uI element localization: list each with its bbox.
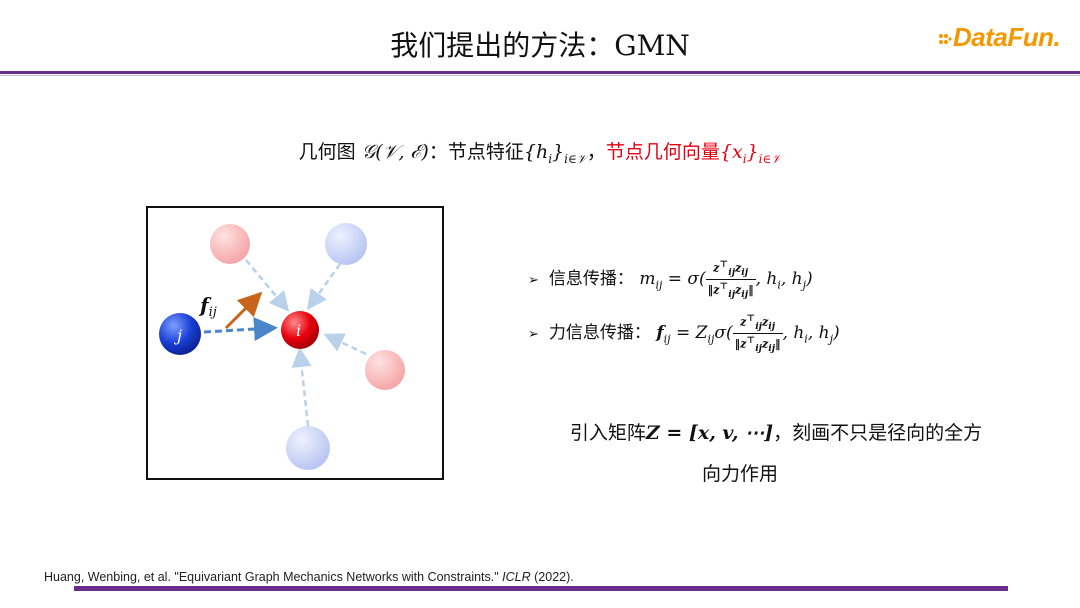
vectors-set-sub: i∈𝒱 xyxy=(758,151,782,166)
vectors-tail: } xyxy=(746,141,759,163)
force-formula: fij = Zijσ(z⊤ijzij‖z⊤ijzij‖, hi, hj) xyxy=(656,313,840,354)
formula-lhs: f xyxy=(656,322,664,343)
edge-bottom xyxy=(291,347,312,427)
bullet-message-passing: ➢信息传播： mij = σ(z⊤ijzij‖z⊤ijzij‖, hi, hj) xyxy=(528,258,813,301)
edge-right xyxy=(323,333,367,356)
bullet-label: 力信息传播： xyxy=(548,322,651,343)
note-post: ，刻画不只是径向的全方 xyxy=(773,422,983,444)
frac-num-sub: ij xyxy=(728,266,736,278)
citation: Huang, Wenbing, et al. "Equivariant Grap… xyxy=(44,570,574,584)
formula-eq-post: , h xyxy=(782,322,805,343)
formula-sub-i: i xyxy=(777,278,781,292)
frac-num-tail: z xyxy=(761,315,769,329)
datafun-logo: DataFun. xyxy=(938,22,1061,53)
neighbor-node-top-left xyxy=(210,224,250,264)
vectors-text: 节点几何向量 xyxy=(605,141,720,163)
message-formula: mij = σ(z⊤ijzij‖z⊤ijzij‖, hi, hj) xyxy=(639,259,813,300)
slide-title: 我们提出的方法：GMN xyxy=(390,29,690,62)
frac-num: z xyxy=(713,261,720,275)
graph-diagram: j i fij xyxy=(146,206,444,480)
neighbor-node-top-right xyxy=(325,223,367,265)
frac-num-sub: ij xyxy=(755,320,762,332)
label-fij: fij xyxy=(198,293,217,320)
formula-lhs: m xyxy=(639,268,656,289)
bullet-arrow-icon: ➢ xyxy=(528,272,539,288)
frac-num-tail-sub: ij xyxy=(741,266,749,278)
features-sub: i xyxy=(548,151,553,166)
formula-eq-pre: = Z xyxy=(670,322,708,343)
logo-dots-icon xyxy=(939,34,952,45)
features-set-sub: i∈𝒱 xyxy=(564,151,587,166)
frac-den-close: ‖ xyxy=(775,337,781,351)
frac-den-tail-sub: ij xyxy=(768,342,776,354)
frac-den-tail: z xyxy=(735,283,742,297)
header-divider xyxy=(0,71,1080,74)
label-j: j xyxy=(174,326,182,345)
label-f-sub: ij xyxy=(209,305,217,320)
formula-sub-j: j xyxy=(829,332,834,346)
vectors-sub: i xyxy=(742,151,747,166)
neighbor-node-right xyxy=(365,350,405,390)
formula-eq-mid: , h xyxy=(807,322,830,343)
frac-num-sup: ⊤ xyxy=(719,259,729,270)
note-math: Z = [x, v, ⋯] xyxy=(645,422,774,444)
frac-den-close: ‖ xyxy=(748,283,754,297)
features-tail: } xyxy=(552,141,565,163)
edge-top-right xyxy=(307,263,342,311)
edge-j-to-i xyxy=(203,317,278,342)
citation-year: (2022). xyxy=(530,570,574,584)
formula-sub-j: j xyxy=(802,278,807,292)
matrix-note-line2: 向力作用 xyxy=(701,463,778,485)
force-arrow-fij xyxy=(224,291,263,330)
formula-eq-pre-sub: ij xyxy=(707,332,715,346)
formula-sub-i: i xyxy=(804,332,808,346)
matrix-note-line1: 引入矩阵Z = [x, v, ⋯]，刻画不只是径向的全方 xyxy=(236,418,1080,445)
formula-eq-pre: = σ( xyxy=(662,268,706,289)
geo-prefix: 几何图 xyxy=(298,141,362,163)
frac-den: ‖z xyxy=(734,337,747,351)
frac-den-tail-sub: ij xyxy=(741,288,749,300)
citation-authors: Huang, Wenbing, et al. "Equivariant Grap… xyxy=(44,570,503,584)
graph-diagram-svg: j i fij xyxy=(159,223,405,470)
logo-text: DataFun. xyxy=(953,22,1061,52)
label-f: f xyxy=(198,293,212,317)
formula-eq-post: , h xyxy=(755,268,778,289)
vectors-math: {x xyxy=(719,141,743,163)
neighbor-node-bottom xyxy=(286,426,330,470)
frac-den-sup: ⊤ xyxy=(719,280,729,292)
frac-den-sub: ij xyxy=(755,342,762,354)
bullet-label: 信息传播： xyxy=(548,268,634,289)
formula-eq-pre2: σ( xyxy=(714,322,733,343)
header-divider-thin xyxy=(0,75,1080,76)
formula-eq-end: ) xyxy=(833,322,840,343)
features-text: ：节点特征 xyxy=(428,141,524,163)
frac-den-tail: z xyxy=(761,337,769,351)
node-i xyxy=(281,311,319,349)
formula-eq-end: ) xyxy=(806,268,813,289)
graph-symbol: 𝒢(𝒱, ℰ) xyxy=(361,141,429,163)
frac-num-tail-sub: ij xyxy=(768,320,776,332)
citation-venue: ICLR xyxy=(502,570,531,584)
frac-num-tail: z xyxy=(735,261,742,275)
frac-num-sup: ⊤ xyxy=(746,313,756,324)
formula-lhs-sub: ij xyxy=(663,332,671,346)
bullet-force-passing: ➢力信息传播： fij = Zijσ(z⊤ijzij‖z⊤ijzij‖, hi,… xyxy=(528,312,840,355)
formula-lhs-sub: ij xyxy=(655,278,663,292)
formula-fraction: z⊤ijzij‖z⊤ijzij‖ xyxy=(705,258,756,301)
bullet-arrow-icon: ➢ xyxy=(528,326,539,342)
frac-den-sub: ij xyxy=(728,288,736,300)
features-math: {h xyxy=(523,141,549,163)
frac-den-sup: ⊤ xyxy=(746,334,756,346)
formula-eq-mid: , h xyxy=(780,268,803,289)
formula-fraction: z⊤ijzij‖z⊤ijzij‖ xyxy=(732,312,783,355)
geo-comma: ， xyxy=(586,141,606,163)
edge-top-left xyxy=(245,259,290,312)
note-pre: 引入矩阵 xyxy=(569,422,646,444)
label-i: i xyxy=(296,321,301,340)
geometric-graph-definition: 几何图 𝒢(𝒱, ℰ)：节点特征{hi}i∈𝒱，节点几何向量{xi}i∈𝒱 xyxy=(0,137,1080,167)
frac-num: z xyxy=(740,315,747,329)
node-j xyxy=(159,313,201,355)
footer-divider xyxy=(74,586,1008,591)
frac-den: ‖z xyxy=(707,283,720,297)
